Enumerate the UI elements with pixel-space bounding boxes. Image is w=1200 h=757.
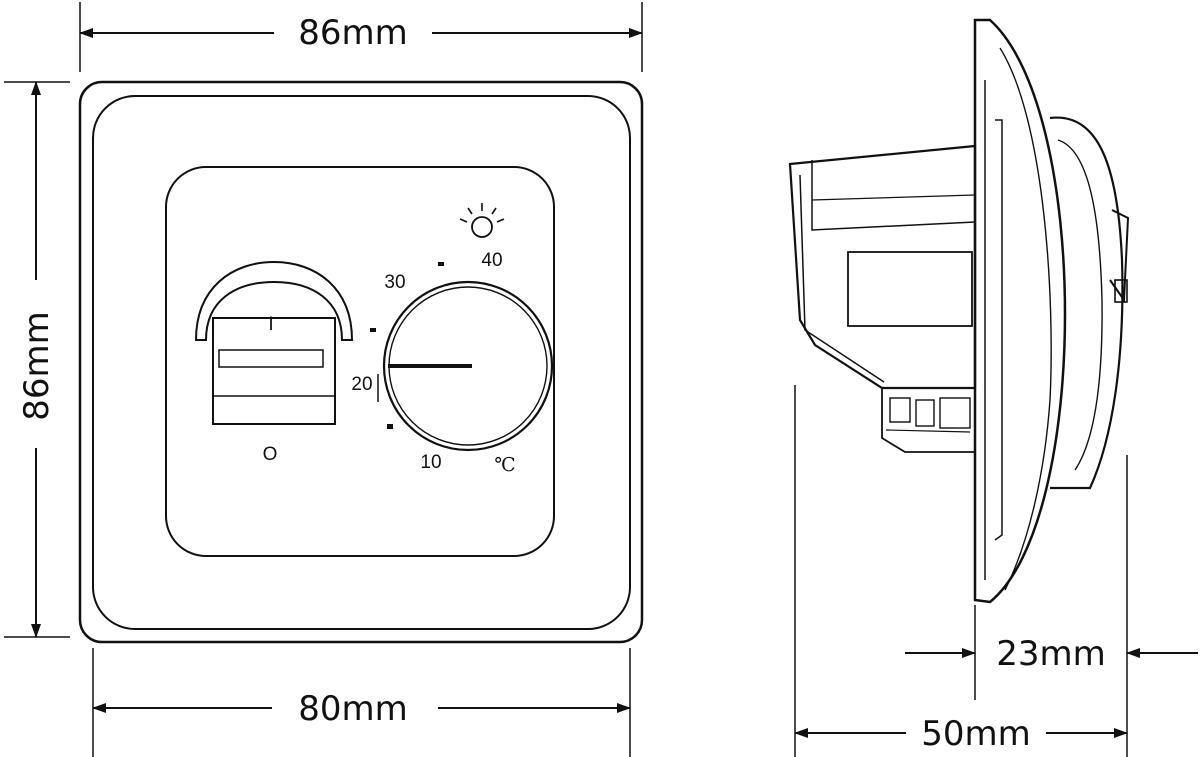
front-plate-profile xyxy=(973,18,1067,604)
side-view xyxy=(788,18,1130,604)
label-86mm-width: 86mm xyxy=(298,13,408,53)
dimension-inner-width: 80mm xyxy=(92,648,631,757)
plate-inner-line-2 xyxy=(994,119,1003,541)
housing-inner-line xyxy=(811,160,976,231)
outer-frame xyxy=(78,80,644,644)
dial-knob-inner xyxy=(1057,139,1103,471)
inner-plate xyxy=(92,95,631,630)
dial-knob-profile xyxy=(1049,116,1124,490)
temperature-dial[interactable] xyxy=(382,280,554,452)
front-view: I O 10 20 30 40 ℃ xyxy=(78,80,644,644)
scale-tick-35 xyxy=(438,262,444,266)
dimension-front-width: 86mm xyxy=(79,2,643,72)
switch-side-nub xyxy=(1114,279,1128,303)
central-panel xyxy=(165,166,555,557)
sun-icon xyxy=(459,203,505,238)
switch-body xyxy=(212,317,336,425)
dimension-front-height: 86mm xyxy=(4,81,70,638)
dimension-depth-front: 23mm xyxy=(905,455,1198,757)
housing-detail-line xyxy=(811,194,976,201)
plate-curve-line xyxy=(999,47,1052,591)
terminal-block xyxy=(881,388,976,453)
label-50mm: 50mm xyxy=(921,714,1031,754)
scale-label-20: 20 xyxy=(351,374,372,395)
dial-outer xyxy=(382,280,554,452)
label-80mm: 80mm xyxy=(298,689,408,729)
scale-tick-15 xyxy=(387,424,393,429)
switch-indicator xyxy=(218,349,324,368)
switch-side-profile xyxy=(1109,209,1130,303)
scale-tick-25 xyxy=(370,328,376,332)
switch-off-symbol: O xyxy=(263,444,278,465)
switch-on-symbol: I xyxy=(268,314,273,335)
housing-edge-line xyxy=(799,174,885,383)
temperature-unit: ℃ xyxy=(494,454,515,476)
label-86mm-height: 86mm xyxy=(17,311,57,421)
scale-label-40: 40 xyxy=(481,250,502,271)
label-23mm: 23mm xyxy=(996,634,1106,674)
rocker-switch[interactable]: I O xyxy=(194,260,354,465)
housing-window xyxy=(847,251,973,327)
scale-label-10: 10 xyxy=(420,452,441,473)
switch-hood xyxy=(194,260,354,341)
scale-label-30: 30 xyxy=(384,272,405,293)
dimension-depth-total: 50mm xyxy=(794,385,1128,757)
rear-housing xyxy=(788,144,977,390)
